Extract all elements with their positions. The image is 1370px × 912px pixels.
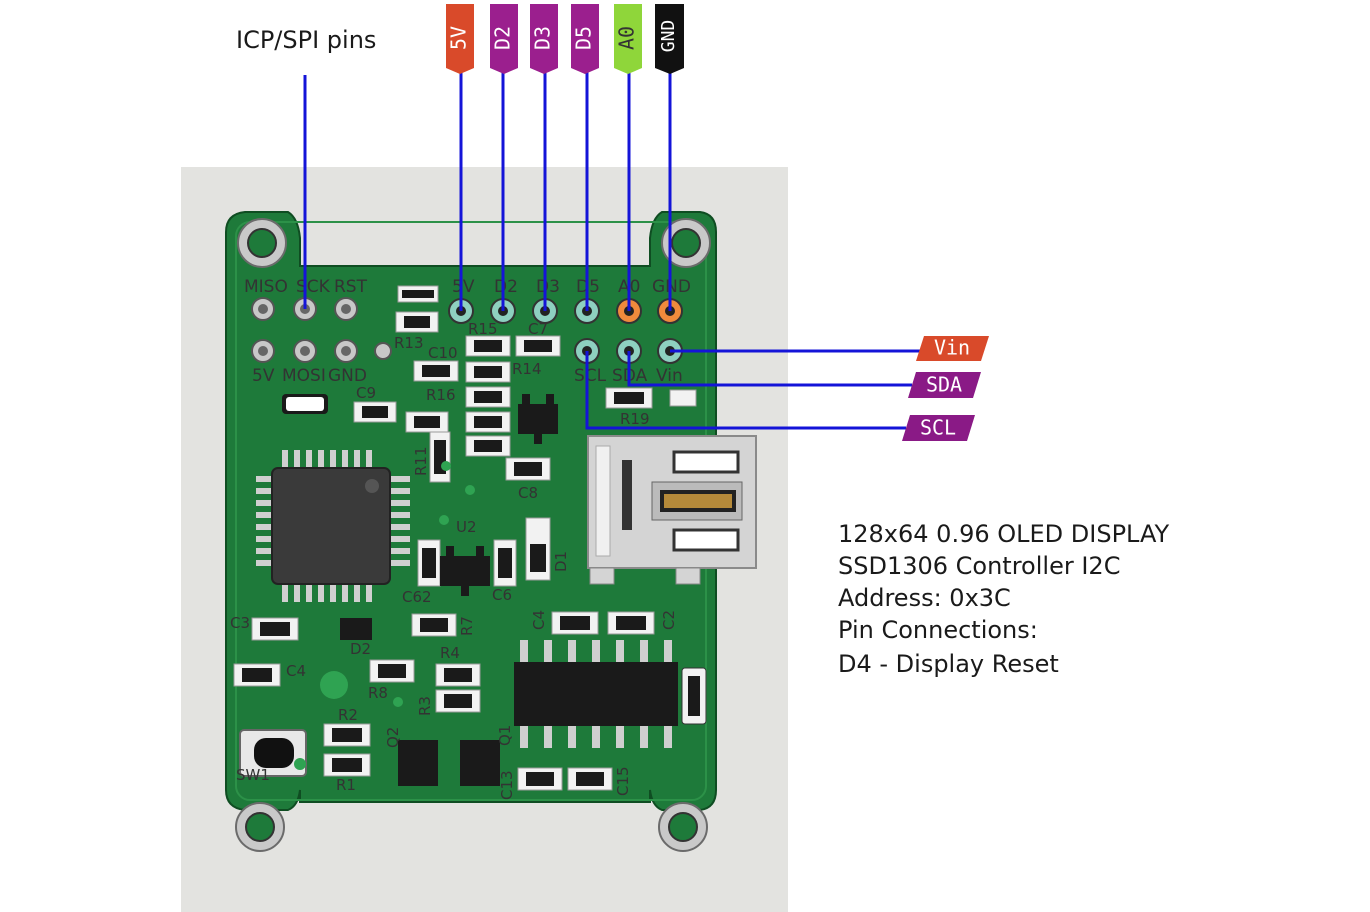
svg-text:SDA: SDA	[926, 373, 962, 397]
refdes-c10: C10	[428, 344, 458, 362]
silk-d3: D3	[536, 277, 560, 297]
refdes-r19: R19	[620, 410, 650, 428]
mcu-chip	[256, 450, 410, 602]
wire-scl	[585, 351, 906, 430]
silk-d2: D2	[494, 277, 518, 297]
tag-d3: D3	[530, 4, 558, 74]
ic-soic	[514, 640, 707, 748]
tag-vin: Vin	[916, 336, 989, 361]
wire-sda	[627, 351, 912, 387]
refdes-r14: R14	[512, 360, 542, 378]
refdes-c4: C4	[286, 662, 306, 680]
svg-text:A0: A0	[615, 26, 639, 50]
refdes-c4b: C4	[530, 610, 548, 630]
note-reset: D4 - Display Reset	[838, 650, 1059, 678]
mounting-holes	[235, 218, 711, 852]
silk-scl: SCL	[574, 366, 607, 386]
silk-sck: SCK	[296, 277, 331, 297]
svg-text:D3: D3	[531, 26, 555, 50]
silk-5v: 5V	[452, 277, 475, 297]
refdes-r2: R2	[338, 706, 358, 724]
refdes-r11: R11	[412, 446, 430, 476]
side-pin-tags: Vin SDA SCL	[902, 336, 989, 441]
svg-text:5V: 5V	[447, 26, 471, 50]
refdes-q2: Q2	[384, 727, 402, 748]
tag-gnd: GND	[655, 4, 684, 74]
refdes-r7: R7	[458, 616, 476, 636]
refdes-u2: U2	[456, 518, 477, 536]
refdes-r1: R1	[336, 776, 356, 794]
reference-designators: R13 R15 C7 C10 R14 R16 C9 R19 R11 C8 U2 …	[230, 320, 678, 800]
svg-text:Vin: Vin	[934, 336, 970, 360]
refdes-q1: Q1	[496, 725, 514, 746]
silk-icp-gnd: GND	[328, 366, 367, 386]
note-controller: SSD1306 Controller I2C	[838, 552, 1121, 580]
tag-sda: SDA	[908, 372, 981, 398]
refdes-c7: C7	[528, 320, 548, 338]
note-display-model: 128x64 0.96 OLED DISPLAY	[838, 520, 1170, 548]
wires	[303, 70, 920, 430]
svg-text:D5: D5	[572, 26, 596, 50]
note-pin-connections: Pin Connections:	[838, 616, 1038, 644]
svg-text:SCL: SCL	[920, 416, 956, 440]
top-pin-tags: 5V D2 D3 D5 A0 GND	[446, 4, 684, 74]
tag-a0: A0	[614, 4, 642, 74]
vias	[294, 461, 475, 770]
refdes-d1: D1	[552, 551, 570, 572]
usb-connector	[587, 435, 757, 585]
note-address: Address: 0x3C	[838, 584, 1011, 612]
silk-rst: RST	[334, 277, 368, 297]
svg-text:GND: GND	[658, 20, 679, 53]
icp-spi-caption: ICP/SPI pins	[236, 26, 377, 54]
refdes-c6: C6	[492, 586, 512, 604]
refdes-r3: R3	[416, 696, 434, 716]
tag-scl: SCL	[902, 415, 975, 441]
svg-text:D2: D2	[491, 26, 515, 50]
refdes-c3: C3	[230, 614, 250, 632]
reset-switch	[239, 729, 307, 777]
refdes-c8: C8	[518, 484, 538, 502]
tag-d2: D2	[490, 4, 518, 74]
silk-icp-5v: 5V	[252, 366, 275, 386]
refdes-r16: R16	[426, 386, 456, 404]
sot-parts	[398, 394, 558, 786]
refdes-r4: R4	[440, 644, 460, 662]
refdes-sw1: SW1	[236, 766, 270, 784]
refdes-r13: R13	[394, 334, 424, 352]
silk-vin: Vin	[656, 366, 683, 386]
tag-5v: 5V	[446, 4, 474, 74]
refdes-c62: C62	[402, 588, 432, 606]
tag-d5: D5	[571, 4, 599, 74]
refdes-r8: R8	[368, 684, 388, 702]
refdes-c13: C13	[498, 770, 516, 800]
refdes-c2: C2	[660, 610, 678, 630]
silk-miso: MISO	[244, 277, 288, 297]
refdes-d2: D2	[350, 640, 371, 658]
silk-mosi: MOSI	[282, 366, 326, 386]
refdes-c15: C15	[614, 766, 632, 796]
refdes-r15: R15	[468, 320, 498, 338]
refdes-c9: C9	[356, 384, 376, 402]
